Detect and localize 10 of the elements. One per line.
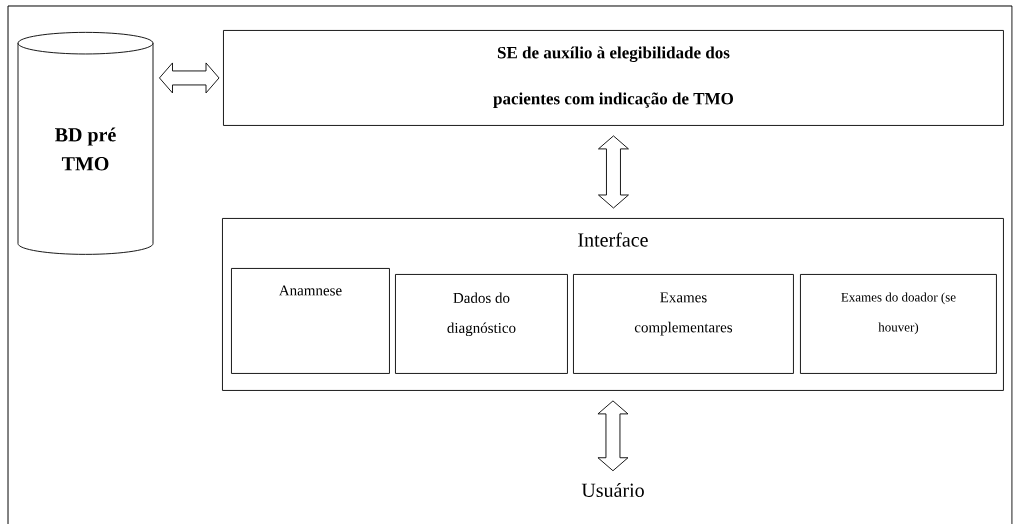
double-arrow <box>597 400 629 472</box>
double-arrow <box>159 62 220 94</box>
module-box: Dados do diagnóstico <box>395 274 568 374</box>
database-cylinder: BD pré TMO <box>17 31 154 255</box>
double-arrow <box>598 135 629 209</box>
module-box: Exames complementares <box>573 274 794 374</box>
module-box: Anamnese <box>231 268 390 374</box>
user-label: Usuário <box>581 482 644 498</box>
module-box: Exames do doador (se houver) <box>800 274 997 374</box>
system-box: SE de auxílio à elegibilidade dos pacientes com indicação de TMO <box>223 30 1004 126</box>
